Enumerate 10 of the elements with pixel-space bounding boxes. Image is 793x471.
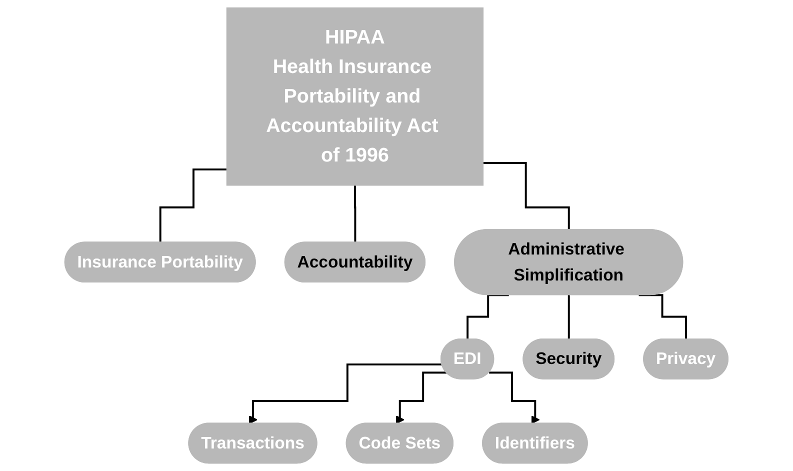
node-box: HIPAA Health Insurance Portability and Accountability Act of 1996 — [226, 7, 484, 186]
connector — [483, 162, 570, 232]
arrow — [248, 363, 442, 424]
connector — [638, 294, 688, 340]
connector — [466, 294, 509, 340]
arrow — [396, 372, 447, 424]
connector — [159, 168, 227, 244]
connector — [568, 294, 570, 340]
arrow — [489, 372, 540, 424]
connector — [354, 184, 356, 244]
